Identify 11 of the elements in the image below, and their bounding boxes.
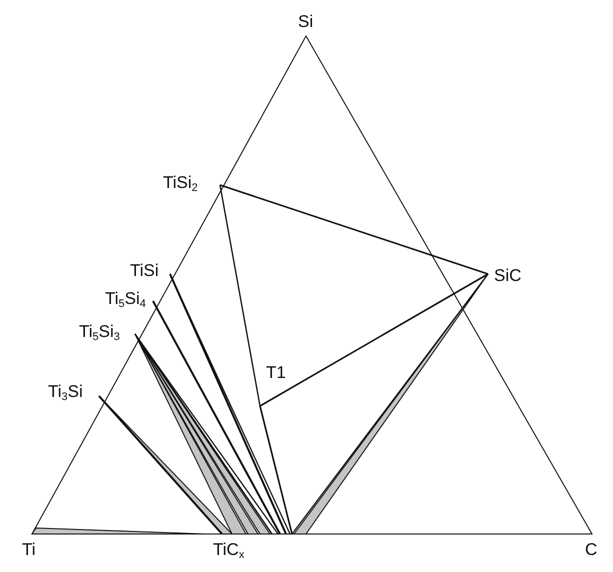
phase-label: T1 <box>266 364 286 381</box>
phase-label: Ti$_{3}$Si <box>48 383 83 403</box>
vertex-label: Ti <box>22 541 36 558</box>
phase-label: Ti$_{5}$Si$_{4}$ <box>105 290 146 310</box>
phase-label: Ti$_{5}$Si$_{3}$ <box>79 323 120 343</box>
phase-label: TiSi$_{2}$ <box>163 174 198 194</box>
vertex-label: Si <box>298 13 314 30</box>
phase-label: TiC$_{x}$ <box>213 541 244 561</box>
phase-label: SiC <box>494 267 522 284</box>
phase-label: TiSi <box>130 262 159 279</box>
vertex-label: C <box>585 541 598 558</box>
